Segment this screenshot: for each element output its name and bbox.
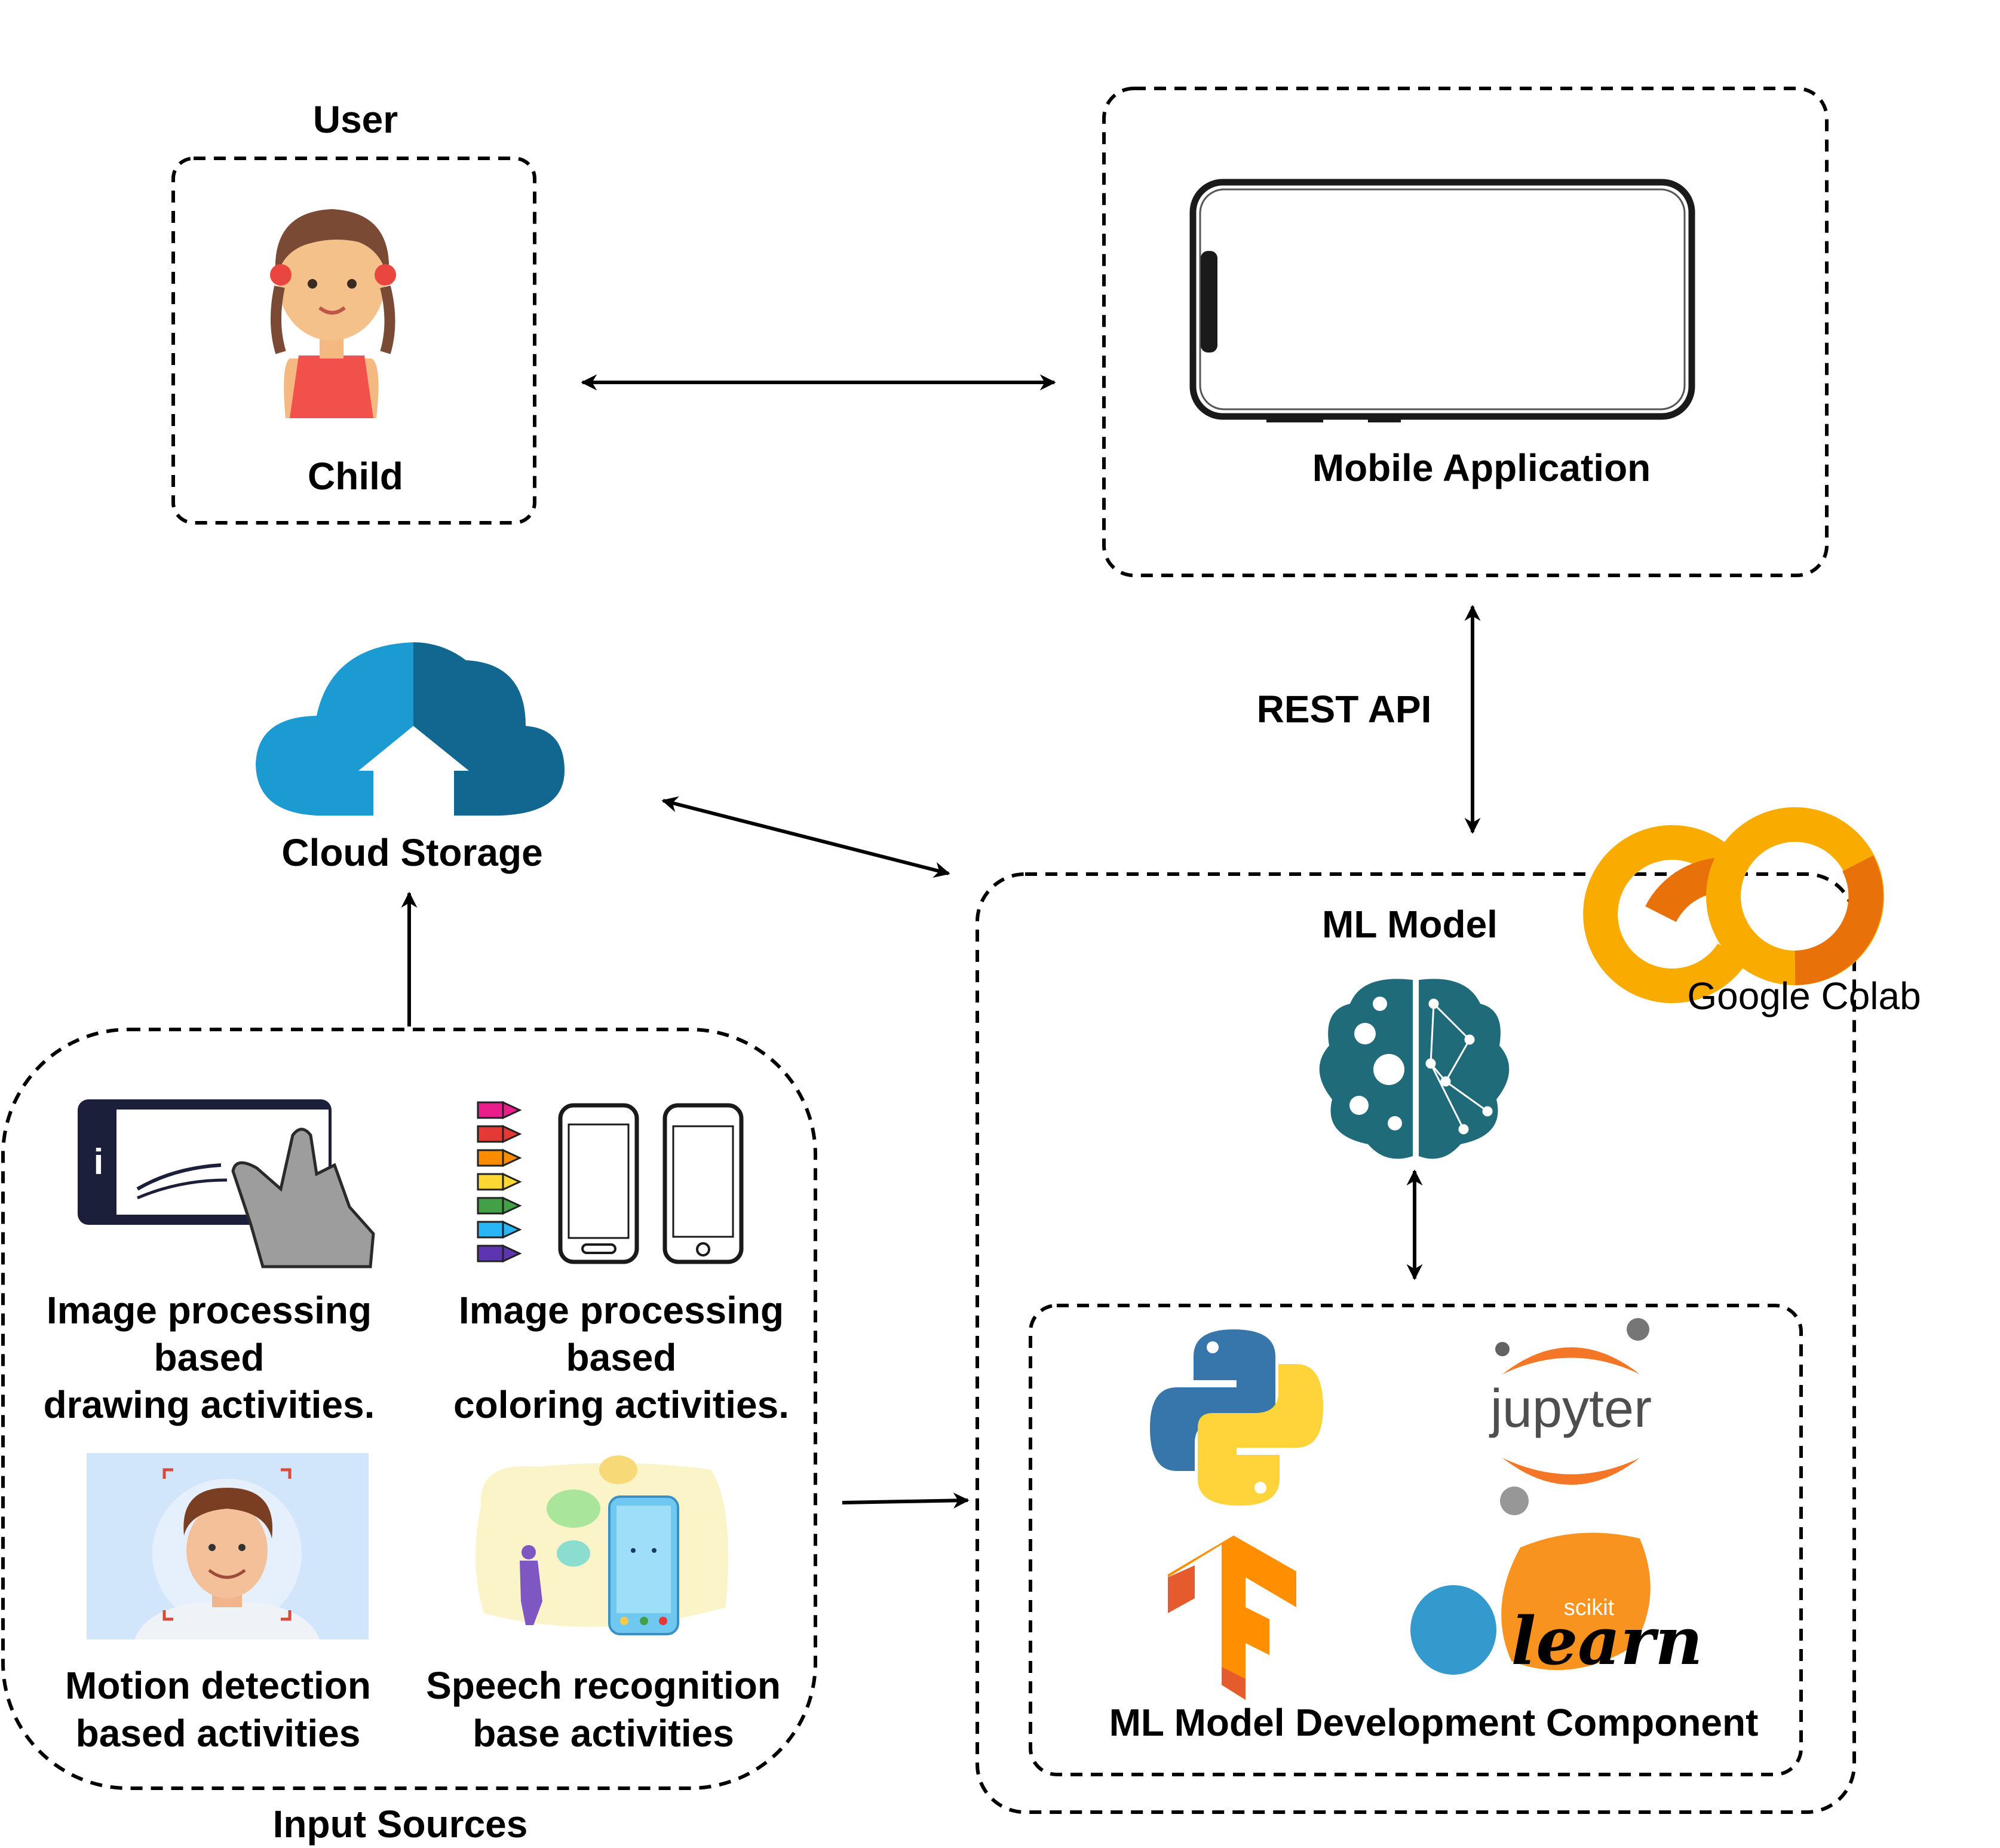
child-label: Child bbox=[308, 455, 403, 498]
google-colab-label: Google Colab bbox=[1687, 974, 1921, 1018]
cloud-ml-arrow bbox=[661, 796, 950, 878]
coloring-line1: Image processing bbox=[458, 1289, 784, 1332]
rest-api-label: REST API bbox=[1256, 688, 1432, 731]
dev-component-label: ML Model Development Component bbox=[1109, 1701, 1759, 1744]
ml-model-box bbox=[976, 872, 1856, 1814]
google-colab-logo bbox=[1583, 807, 1884, 1003]
jupyter-text: jupyter bbox=[1489, 1379, 1652, 1439]
smartphone-icon bbox=[1189, 179, 1695, 422]
motion-line2: based activities bbox=[75, 1712, 361, 1755]
phone-outline-icon-1 bbox=[558, 1103, 639, 1264]
scikit-small-text: scikit bbox=[1564, 1595, 1615, 1620]
tensorflow-logo bbox=[1168, 1536, 1296, 1700]
ml-model-title: ML Model bbox=[1322, 903, 1498, 946]
jupyter-logo bbox=[1495, 1318, 1649, 1515]
scikit-learn-logo bbox=[1410, 1533, 1651, 1675]
speech-line1: Speech recognition bbox=[426, 1664, 781, 1707]
svg-text:i: i bbox=[94, 1142, 104, 1182]
coloring-markers-icon bbox=[477, 1101, 522, 1263]
input-sources-title: Input Sources bbox=[272, 1803, 528, 1846]
coloring-line3: coloring activities. bbox=[453, 1383, 789, 1426]
face-detection-icon bbox=[87, 1453, 369, 1639]
drawing-line2: based bbox=[154, 1336, 265, 1379]
user-box bbox=[171, 157, 536, 525]
drawing-line1: Image processing bbox=[46, 1289, 372, 1332]
motion-line1: Motion detection bbox=[65, 1664, 371, 1707]
mobile-app-box bbox=[1102, 87, 1829, 577]
learn-text: learn bbox=[1511, 1602, 1703, 1680]
input-ml-arrow bbox=[842, 1492, 970, 1509]
child-icon bbox=[270, 209, 396, 418]
drawing-line3: drawing activities. bbox=[43, 1383, 375, 1426]
user-title: User bbox=[312, 98, 398, 141]
tablet-drawing-icon: i bbox=[78, 1099, 375, 1268]
dev-component-box bbox=[1029, 1304, 1803, 1776]
mobile-app-label: Mobile Application bbox=[1312, 446, 1651, 489]
cloud-storage-label: Cloud Storage bbox=[281, 831, 543, 874]
speech-recognition-icon bbox=[476, 1455, 729, 1635]
python-logo bbox=[1150, 1329, 1323, 1506]
phone-outline-icon-2 bbox=[662, 1103, 744, 1264]
speech-line2: base activities bbox=[473, 1712, 734, 1755]
brain-gears-icon bbox=[1319, 979, 1510, 1159]
coloring-line2: based bbox=[566, 1336, 677, 1379]
cloud-upload-icon bbox=[256, 642, 565, 816]
